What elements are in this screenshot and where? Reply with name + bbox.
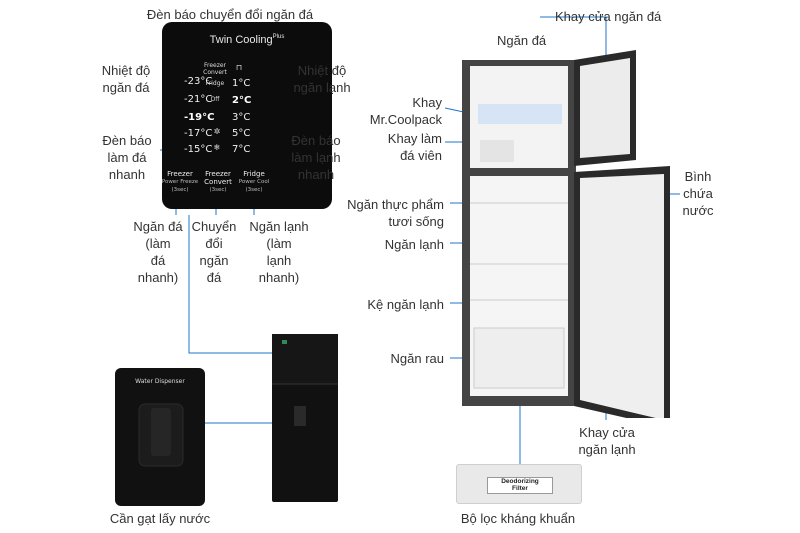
btn-convert-sub: (3sec) [209, 187, 227, 193]
label-quick-ice: Đèn báo làm đá nhanh [102, 133, 152, 182]
fridge-temp-5: 7°C [232, 144, 251, 155]
mode-off: Off [210, 96, 220, 103]
label-fridge-shelf: Kệ ngăn lạnh [367, 297, 444, 312]
filter-tag: Deodorizing Filter [487, 477, 553, 494]
label-coolpack-tray: Khay Mr.Coolpack [369, 95, 442, 127]
fridge-temp-4: 5°C [232, 128, 251, 139]
btn-fridge-title: Fridge [243, 170, 265, 178]
freezer-power-freeze-button[interactable]: Freezer Power Freeze (3sec) [152, 170, 208, 194]
brand-plus: Plus [272, 34, 285, 40]
mode-header: Freezer Convert [203, 62, 227, 76]
label-btn-freezer: Ngăn đá (làm đá nhanh) [133, 219, 183, 285]
label-freezer-door-tray: Khay cửa ngăn đá [555, 9, 662, 24]
freezer-temp-1: -23°C [184, 76, 213, 87]
label-freezer-temp: Nhiệt độ ngăn đá [101, 63, 151, 95]
water-dispenser-image: Water Dispenser [115, 368, 205, 506]
quick-cool-icon: ❄ [213, 143, 221, 152]
freezer-temp-5: -15°C [184, 144, 213, 155]
panel-brand: Twin CoolingPlus [162, 34, 332, 46]
freezer-convert-button[interactable]: Freezer Convert (3sec) [190, 170, 246, 194]
freezer-temp-2: -21°C [184, 94, 213, 105]
btn-freezer-title: Freezer [167, 170, 193, 178]
brand-text: Twin Cooling [209, 34, 273, 46]
large-fridge-image [462, 50, 670, 418]
deodorizing-filter-image: Deodorizing Filter [456, 464, 582, 504]
small-fridge-image [272, 334, 338, 502]
btn-convert-title: Freezer Convert [204, 170, 232, 186]
label-fridge-door-tray: Khay cửa ngăn lạnh [578, 425, 636, 457]
fridge-temp-3: 3°C [232, 112, 251, 123]
label-btn-fridge: Ngăn lạnh (làm lạnh nhanh) [249, 219, 309, 285]
fridge-temp-1: 1°C [232, 78, 251, 89]
fridge-power-cool-button[interactable]: Fridge Power Cool (3sec) [226, 170, 282, 194]
control-panel: Twin CoolingPlus -23°C -21°C -19°C -17°C… [162, 22, 332, 209]
btn-freezer-sub: Power Freeze (3sec) [161, 179, 199, 193]
label-fridge: Ngăn lạnh [384, 237, 444, 252]
freezer-temp-3: -19°C [184, 112, 215, 123]
mode-fridge: Fridge [205, 80, 225, 87]
btn-fridge-sub: Power Cool (3sec) [238, 179, 270, 193]
fridge-icon: ⊓ [235, 63, 243, 72]
label-vegetable: Ngăn rau [390, 351, 444, 366]
label-freezer: Ngăn đá [497, 33, 547, 48]
label-filter: Bộ lọc kháng khuẩn [460, 511, 576, 526]
fridge-temp-2: 2°C [232, 95, 252, 106]
label-convert-indicator: Đèn báo chuyển đổi ngăn đá [146, 7, 314, 22]
label-quick-cool: Đèn báo làm lạnh nhanh [291, 133, 341, 182]
quick-ice-icon: ✲ [213, 127, 221, 136]
label-fresh-zone: Ngăn thực phẩm tươi sống [347, 197, 444, 229]
freezer-temp-4: -17°C [184, 128, 213, 139]
label-water-tank: Bình chứa nước [682, 169, 714, 218]
label-fridge-temp: Nhiệt độ ngăn lạnh [293, 63, 351, 95]
water-dispenser-text: Water Dispenser [135, 378, 185, 385]
label-btn-convert: Chuyển đổi ngăn đá [191, 219, 237, 285]
label-ice-tray: Khay làm đá viên [387, 131, 442, 163]
label-lever: Cần gạt lấy nước [109, 511, 211, 526]
